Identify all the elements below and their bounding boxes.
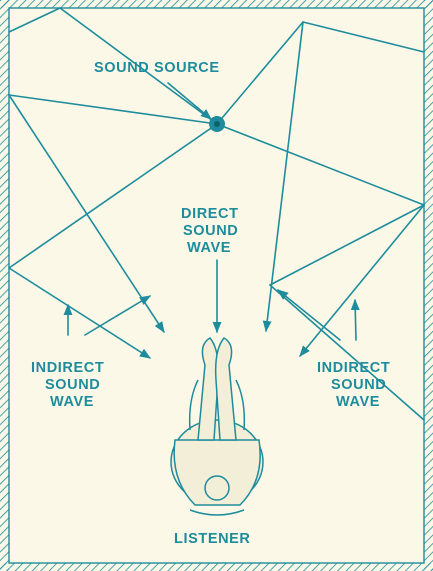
path-source-to-top-right — [217, 22, 303, 124]
sound-source-dot-core — [214, 121, 220, 127]
path-source-to-left-lower-wall — [9, 124, 217, 268]
indirect-right-pointer-1 — [355, 300, 356, 340]
label-listener: LISTENER — [174, 531, 251, 547]
label-indirect-left-line1: INDIRECT — [31, 360, 104, 376]
wall-right — [424, 0, 433, 571]
label-direct-line1: DIRECT — [181, 206, 239, 222]
wall-top — [0, 0, 433, 8]
path-source-to-right-wall — [217, 124, 424, 205]
label-direct-line3: WAVE — [187, 240, 231, 256]
label-indirect-left-line3: WAVE — [50, 394, 94, 410]
listener-base — [190, 510, 244, 515]
reflection-left-2 — [9, 268, 150, 358]
label-indirect-right-line3: WAVE — [336, 394, 380, 410]
source-pointer-arrow — [168, 83, 211, 119]
listener-head — [205, 476, 229, 500]
label-indirect-right-line1: INDIRECT — [317, 360, 390, 376]
listener-left-arm — [190, 380, 198, 430]
wall-bottom — [0, 563, 433, 571]
reflection-top-left — [9, 8, 60, 32]
indirect-right-pointer-2 — [278, 290, 340, 340]
reflection-right — [300, 205, 424, 356]
path-source-to-left-wall — [9, 95, 217, 124]
label-indirect-right-line2: SOUND — [331, 377, 386, 393]
indirect-left-pointer-2 — [85, 296, 150, 335]
listener-right-hand — [216, 338, 236, 440]
listener-figure — [171, 338, 263, 515]
listener-left-hand — [198, 338, 218, 440]
wall-left — [0, 0, 9, 571]
reflection-left-1 — [9, 95, 164, 332]
reflection-right-upper — [270, 205, 424, 285]
reflection-top-right-wall — [303, 22, 424, 52]
label-indirect-left-line2: SOUND — [45, 377, 100, 393]
label-sound-source: SOUND SOURCE — [94, 60, 220, 76]
label-direct-line2: SOUND — [183, 223, 238, 239]
listener-right-arm — [236, 380, 244, 430]
